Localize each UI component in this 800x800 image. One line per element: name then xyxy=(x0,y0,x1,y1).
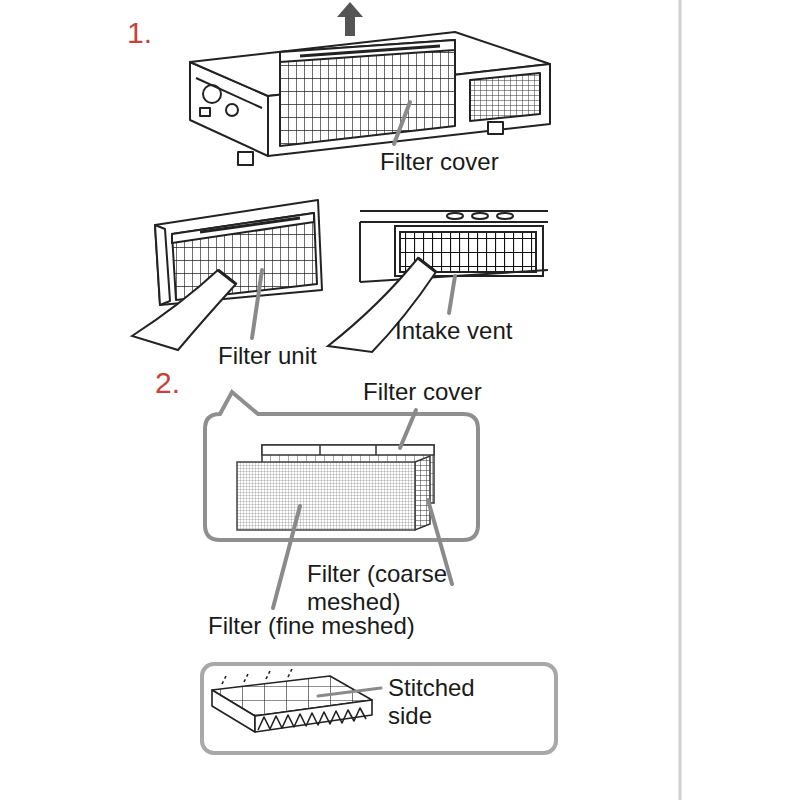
filter-parts-figure-part xyxy=(319,445,321,455)
stitched-pad-figure-part xyxy=(255,700,372,732)
leader-line xyxy=(318,688,381,696)
projector-figure-part xyxy=(238,152,253,165)
projector-figure-part xyxy=(470,73,540,121)
stitched-pad-figure-part xyxy=(212,690,255,732)
intake-vent-figure xyxy=(360,211,548,282)
filter-parts-figure-part xyxy=(262,445,434,455)
part-label: Filter cover xyxy=(380,148,499,176)
vacuum-nozzle-part xyxy=(418,258,436,272)
leader-line xyxy=(449,276,455,313)
filter-unit-figure-part xyxy=(200,218,300,232)
leader-line xyxy=(273,506,300,608)
leader-line xyxy=(400,410,416,448)
stitched-pad-figure-part xyxy=(222,669,292,684)
filter-parts-figure-part xyxy=(375,445,377,455)
filter-unit-figure-part xyxy=(155,225,170,305)
filter-unit-figure-part xyxy=(172,213,317,300)
part-label: Intake vent xyxy=(395,317,512,345)
filter-unit-figure xyxy=(155,200,322,305)
step-number: 1. xyxy=(127,16,152,51)
projector-figure-part xyxy=(200,108,210,116)
vacuum-nozzle xyxy=(132,270,236,350)
projector-figure xyxy=(190,32,550,165)
vacuum-nozzle-part xyxy=(132,270,236,350)
stitched-pad-figure-part xyxy=(258,708,366,730)
filter-unit-figure-part xyxy=(155,200,322,305)
step-number: 2. xyxy=(155,366,180,401)
part-label: Filter unit xyxy=(218,342,317,370)
part-label: Filter cover xyxy=(363,378,482,406)
detail-box: Stitched side xyxy=(200,662,558,755)
filter-parts-figure-part xyxy=(237,462,415,530)
projector-figure-part xyxy=(488,122,503,134)
intake-vent-figure-part xyxy=(359,222,361,282)
node-text: Stitched side xyxy=(388,674,500,729)
filter-unit-figure-part xyxy=(172,213,314,243)
intake-vent-figure-part xyxy=(497,213,513,219)
page-divider xyxy=(679,0,682,800)
projector-figure-part xyxy=(226,104,238,116)
part-label: Filter (coarse meshed) xyxy=(307,560,522,615)
projector-figure-part xyxy=(280,40,455,146)
filter-parts-figure-part xyxy=(415,456,430,530)
projector-figure-part xyxy=(196,78,262,108)
leader-line xyxy=(252,270,262,338)
vacuum-nozzle-part xyxy=(218,270,236,284)
intake-vent-figure-part xyxy=(360,210,548,212)
callout-bubble xyxy=(205,392,478,540)
leader-line xyxy=(394,102,410,144)
intake-vent-figure-part xyxy=(360,221,548,223)
projector-figure-part xyxy=(267,96,269,156)
part-label: Filter (fine meshed) xyxy=(208,612,415,640)
lift-arrow-part xyxy=(337,2,363,17)
projector-figure-part xyxy=(300,46,440,56)
intake-vent-figure-part xyxy=(447,213,463,219)
intake-vent-figure-part xyxy=(472,213,488,219)
stitched-pad-figure xyxy=(212,669,372,732)
filter-parts-figure xyxy=(237,445,434,530)
projector-figure-part xyxy=(280,40,455,62)
lift-arrow-part xyxy=(345,16,355,36)
lift-arrow xyxy=(337,2,363,36)
